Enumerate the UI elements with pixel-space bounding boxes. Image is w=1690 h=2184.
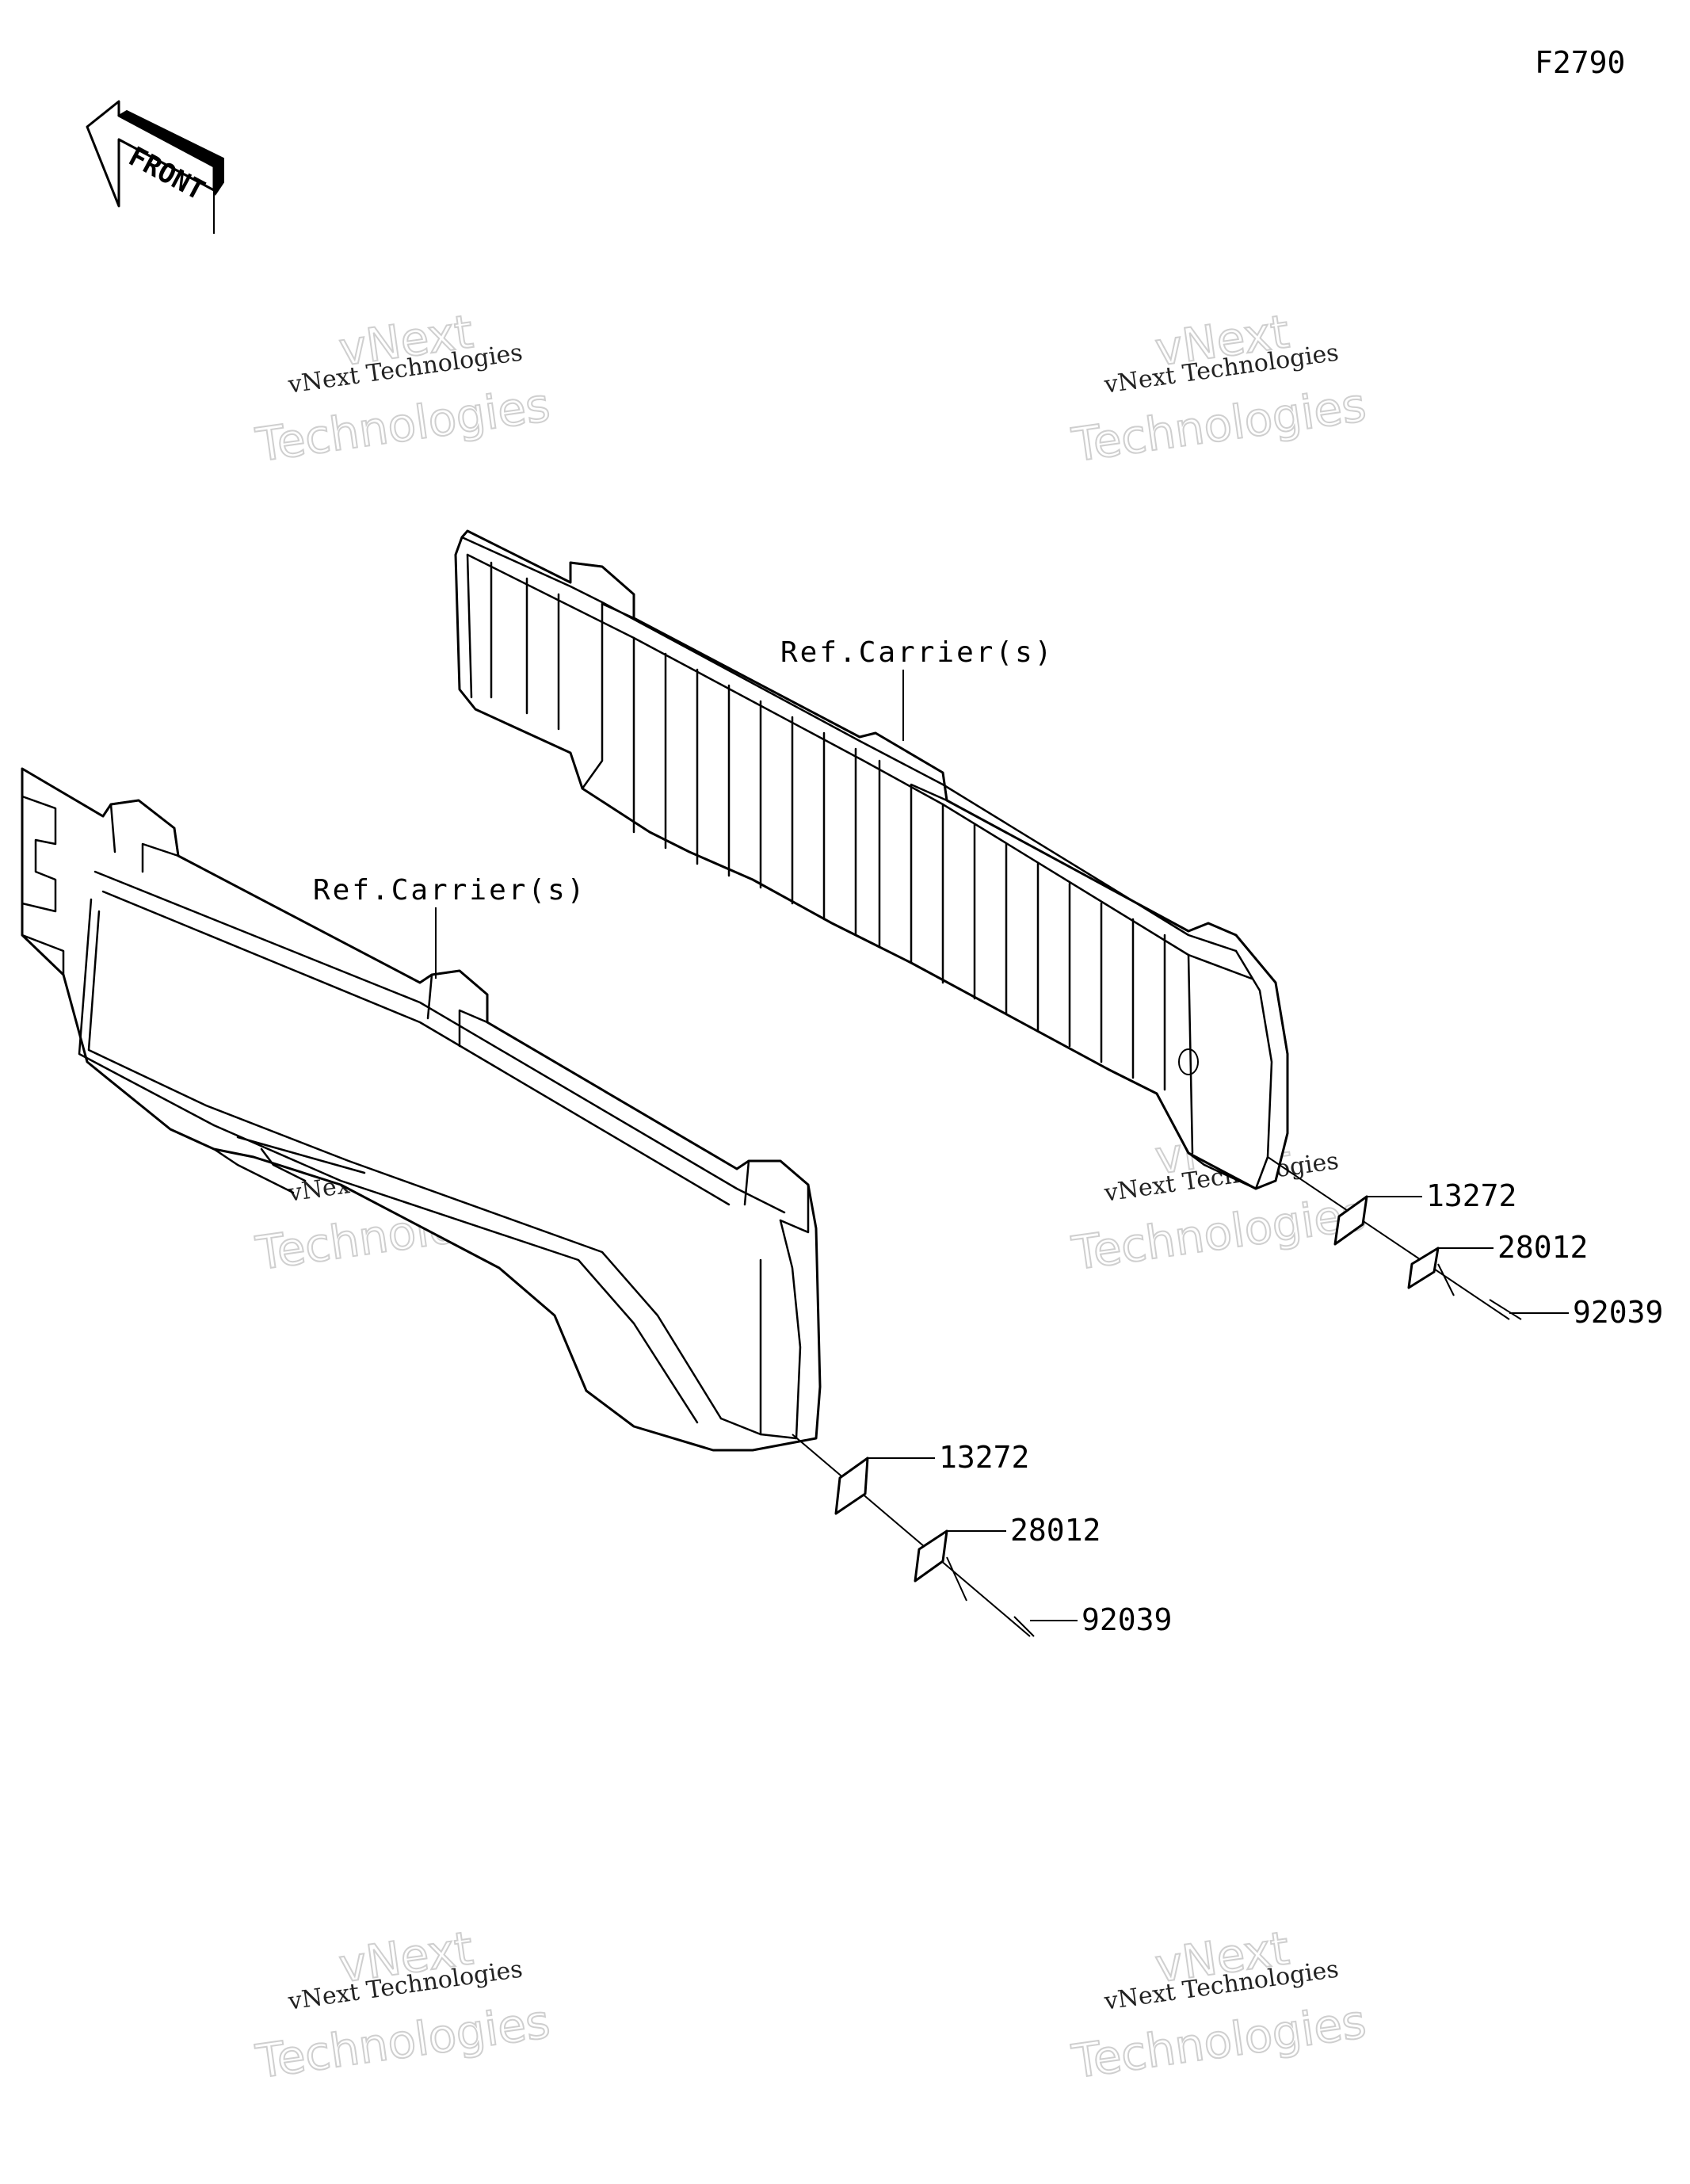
ref-carrier-upper-label: Ref.Carrier(s) [780, 636, 1054, 669]
figure-code: F2790 [1535, 45, 1625, 80]
watermark-top-left: vNext Technologies vNext Technologies [252, 304, 554, 473]
part-number: 13272 [1426, 1178, 1516, 1213]
watermark-bottom-left: vNext Technologies vNext Technologies [252, 1920, 554, 2090]
right-hardware-group [1267, 1156, 1522, 1320]
callout-left-92039: 92039 [1030, 1602, 1172, 1637]
part-number: 13272 [939, 1440, 1029, 1475]
part-number: 28012 [1010, 1513, 1101, 1548]
watermark-top-right: vNext Technologies vNext Technologies [1068, 304, 1370, 473]
callout-left-13272: 13272 [868, 1440, 1029, 1475]
ref-carrier-lower-label: Ref.Carrier(s) [313, 874, 586, 907]
ref-carrier-upper: Ref.Carrier(s) [780, 636, 1054, 741]
part-number: 92039 [1573, 1295, 1663, 1330]
callout-right-13272: 13272 [1367, 1178, 1516, 1213]
ref-carrier-lower: Ref.Carrier(s) [313, 874, 586, 979]
watermark-bottom-right: vNext Technologies vNext Technologies [1068, 1920, 1370, 2090]
front-arrow-icon: FRONT [86, 100, 224, 234]
upper-guard-panel [454, 529, 1289, 1190]
callout-right-28012: 28012 [1438, 1230, 1588, 1265]
left-hardware-group [792, 1434, 1035, 1637]
part-number: 28012 [1497, 1230, 1588, 1265]
part-number: 92039 [1082, 1602, 1172, 1637]
callout-right-92039: 92039 [1509, 1295, 1663, 1330]
callout-left-28012: 28012 [947, 1513, 1101, 1548]
lower-guard-panel [21, 767, 822, 1452]
